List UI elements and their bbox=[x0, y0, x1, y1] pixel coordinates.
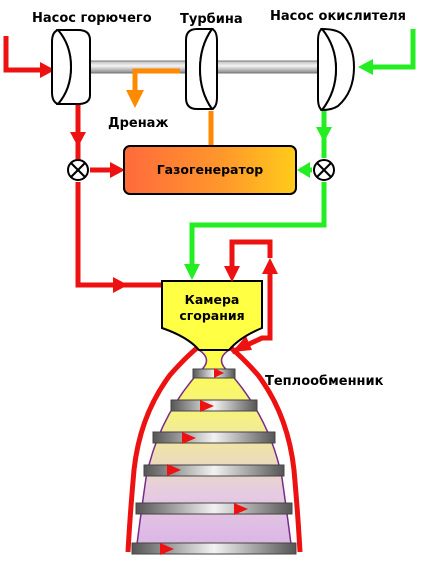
gas-generator bbox=[123, 145, 297, 195]
oxidizer-arrowheads bbox=[184, 59, 373, 280]
fuel-valve bbox=[67, 159, 89, 181]
oxidizer-pump-label: Насос окислителя bbox=[270, 9, 406, 24]
cooling-flow-arrows bbox=[160, 368, 248, 555]
chamber-feed-arrowhead bbox=[224, 266, 240, 282]
fuel-pump-label: Насос горючего bbox=[32, 11, 152, 26]
fuel-line bbox=[3, 36, 161, 288]
drain-label: Дренаж bbox=[108, 116, 168, 131]
drain-arrowhead bbox=[126, 90, 144, 108]
jacket-arrowhead bbox=[232, 336, 252, 352]
turbine-label: Турбина bbox=[180, 12, 243, 27]
heat-exchanger-label: Теплообменник bbox=[265, 374, 384, 389]
fuel-arrowheads bbox=[40, 62, 128, 293]
gas-generator-label: Газогенератор bbox=[157, 162, 264, 177]
oxidizer-valve bbox=[313, 159, 335, 181]
chamber-label-line2: сгорания bbox=[179, 308, 244, 323]
chamber-feed-loop bbox=[229, 239, 273, 272]
turbine-exhaust-line bbox=[132, 68, 214, 146]
chamber-label-line1: Камера bbox=[185, 292, 240, 307]
jacket-up-arrowhead bbox=[262, 258, 278, 274]
combustion-chamber bbox=[161, 280, 263, 351]
